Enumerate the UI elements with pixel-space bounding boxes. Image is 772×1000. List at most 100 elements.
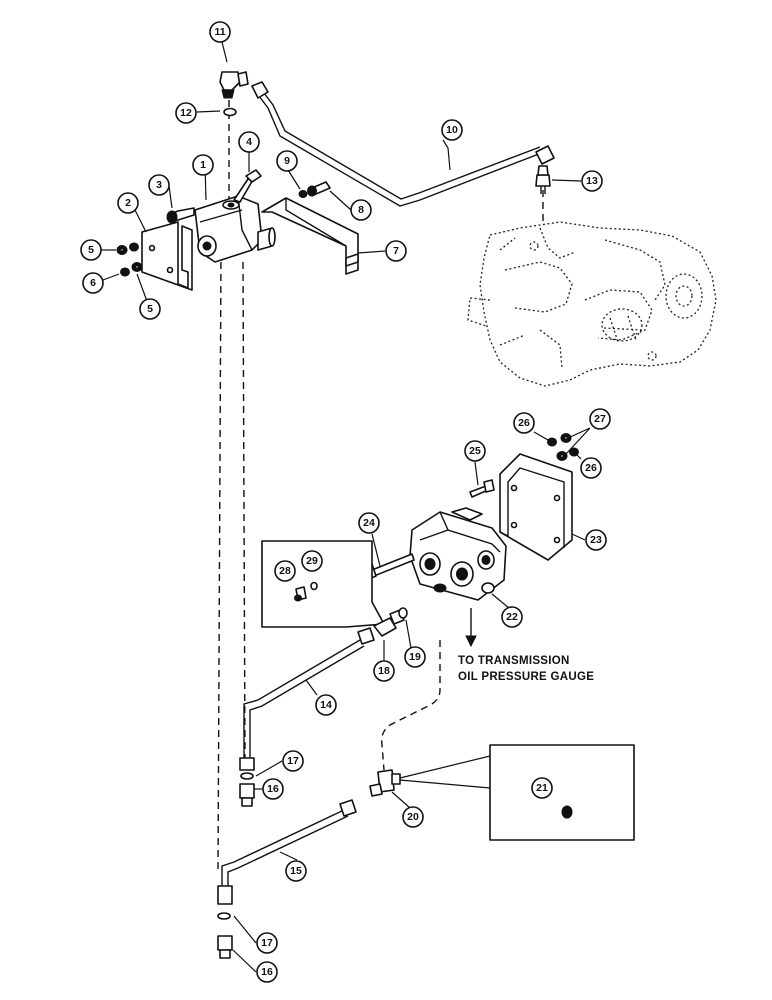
callout-19: 19 <box>404 646 426 668</box>
svg-text:16: 16 <box>267 783 279 795</box>
svg-text:12: 12 <box>180 107 192 119</box>
fitting-part-13 <box>535 174 551 187</box>
callout-26-lower: 26 <box>580 457 602 479</box>
svg-text:26: 26 <box>518 417 530 429</box>
callout-17-upper: 17 <box>282 750 304 772</box>
svg-text:15: 15 <box>290 865 302 877</box>
tube-assembly-14 <box>239 607 408 807</box>
svg-text:10: 10 <box>446 124 458 136</box>
svg-text:25: 25 <box>469 445 481 457</box>
svg-text:11: 11 <box>214 26 225 38</box>
svg-text:17: 17 <box>287 755 299 767</box>
svg-text:3: 3 <box>156 179 162 191</box>
transmission-housing <box>467 221 717 387</box>
svg-text:23: 23 <box>590 534 602 546</box>
callout-6: 6 <box>82 272 104 294</box>
svg-text:27: 27 <box>594 413 606 425</box>
callout-15: 15 <box>285 860 307 882</box>
svg-text:18: 18 <box>378 665 390 677</box>
svg-text:21: 21 <box>536 782 548 794</box>
svg-text:26: 26 <box>585 462 597 474</box>
callout-14: 14 <box>315 694 337 716</box>
svg-text:16: 16 <box>261 966 273 978</box>
callout-4: 4 <box>238 131 260 153</box>
callout-21: 21 <box>531 777 553 799</box>
bracket-part-7 <box>261 197 359 275</box>
washer-part-26-upper <box>547 437 557 447</box>
svg-text:17: 17 <box>261 937 273 949</box>
callout-1: 1 <box>192 154 214 176</box>
svg-text:22: 22 <box>506 611 518 623</box>
svg-text:24: 24 <box>363 517 375 529</box>
bracket-part-23 <box>499 453 573 561</box>
callout-11: 11 <box>209 21 231 43</box>
valve-block-part-22 <box>409 511 507 601</box>
callout-22: 22 <box>501 606 523 628</box>
note-line-2: OIL PRESSURE GAUGE <box>458 671 594 683</box>
cap-part-21 <box>561 805 573 819</box>
callout-10: 10 <box>441 119 463 141</box>
tube-assembly-15 <box>217 799 357 959</box>
svg-text:8: 8 <box>358 204 364 216</box>
svg-text:5: 5 <box>88 244 94 256</box>
svg-text:5: 5 <box>147 303 153 315</box>
callout-17-lower: 17 <box>256 932 278 954</box>
svg-text:19: 19 <box>409 651 421 663</box>
svg-text:2: 2 <box>125 197 131 209</box>
svg-text:29: 29 <box>306 555 318 567</box>
o-ring-part-12 <box>223 107 237 117</box>
svg-text:14: 14 <box>320 699 332 711</box>
upper-valve-assembly <box>116 169 359 291</box>
o-ring-part-29 <box>310 581 318 591</box>
detail-box-part-21 <box>489 744 635 841</box>
callout-26-upper: 26 <box>513 412 535 434</box>
callout-8: 8 <box>350 199 372 221</box>
o-ring-part-17-upper <box>240 772 254 780</box>
tee-and-detail <box>369 744 635 841</box>
callout-29: 29 <box>301 550 323 572</box>
svg-text:1: 1 <box>200 159 206 171</box>
bracket-part-2 <box>141 221 193 291</box>
o-ring-part-17-lower <box>217 912 231 920</box>
svg-text:28: 28 <box>279 565 291 577</box>
callout-27: 27 <box>589 408 611 430</box>
detail-box-plug <box>261 540 385 628</box>
note-line-1: TO TRANSMISSION <box>458 655 570 667</box>
adapter-part-18 <box>373 617 397 637</box>
elbow-fitting-part-11 <box>219 71 241 91</box>
callout-25: 25 <box>464 440 486 462</box>
svg-text:4: 4 <box>246 136 252 148</box>
callout-9: 9 <box>276 150 298 172</box>
washer-part-9 <box>298 190 308 198</box>
tube-part-15 <box>221 809 345 898</box>
washer-part-6-upper <box>129 242 139 252</box>
fitting-part-16-upper <box>239 783 255 799</box>
gauge-direction: TO TRANSMISSION OIL PRESSURE GAUGE <box>458 608 594 683</box>
upper-oil-line <box>219 71 555 207</box>
svg-text:7: 7 <box>393 245 399 257</box>
callout-18: 18 <box>373 660 395 682</box>
washer-part-6-lower <box>120 267 130 277</box>
callout-28: 28 <box>274 560 296 582</box>
part-callouts: 1 2 3 4 5 5 6 7 8 9 10 11 12 13 14 15 16… <box>80 21 611 983</box>
callout-5-upper: 5 <box>80 239 102 261</box>
callout-20: 20 <box>402 806 424 828</box>
svg-text:20: 20 <box>407 811 419 823</box>
callout-3: 3 <box>148 174 170 196</box>
o-ring-part-19 <box>398 607 408 619</box>
callout-16-lower: 16 <box>256 961 278 983</box>
svg-text:6: 6 <box>90 277 96 289</box>
callout-16-upper: 16 <box>262 778 284 800</box>
tube-part-14 <box>243 639 361 770</box>
callout-13: 13 <box>581 170 603 192</box>
callout-24: 24 <box>358 512 380 534</box>
svg-text:13: 13 <box>586 175 598 187</box>
callout-12: 12 <box>175 102 197 124</box>
tube-part-10 <box>255 91 545 207</box>
svg-text:9: 9 <box>284 155 290 167</box>
callout-23: 23 <box>585 529 607 551</box>
fitting-part-16-lower <box>217 935 233 951</box>
callout-2: 2 <box>117 192 139 214</box>
callout-5-lower: 5 <box>139 298 161 320</box>
